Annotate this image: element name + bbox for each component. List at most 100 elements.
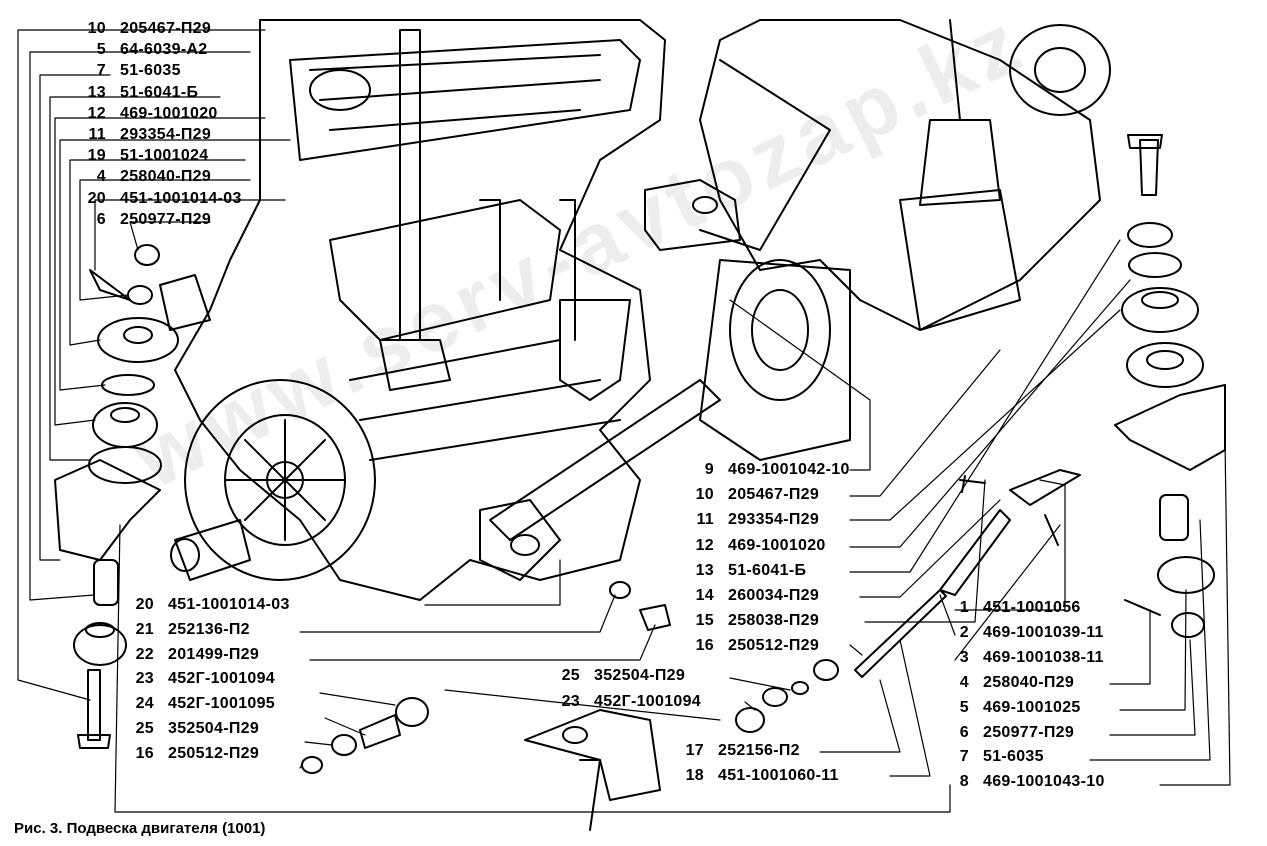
part-label: 5 64-6039-А2 <box>82 41 208 59</box>
part-number: 18 <box>685 767 704 784</box>
part-code: 469-1001020 <box>120 104 218 122</box>
part-label: 7 51-6035 <box>82 62 181 80</box>
part-label: 25 352504-П29 <box>556 667 685 685</box>
part-code: 64-6039-А2 <box>120 41 208 59</box>
part-label: 24 452Г-1001095 <box>130 695 275 713</box>
part-label: 13 51-6041-Б <box>82 84 198 102</box>
clutch-housing <box>170 379 376 581</box>
part-number: 11 <box>88 126 106 143</box>
part-label: 23 452Г-1001094 <box>130 670 275 688</box>
part-code: 452Г-1001094 <box>594 693 701 710</box>
part-label: 19 51-1001024 <box>82 147 209 165</box>
part-number: 5 <box>96 41 106 59</box>
part-label: 14 260034-П29 <box>690 587 819 605</box>
part-number: 20 <box>87 189 106 207</box>
part-number: 17 <box>685 742 704 759</box>
part-number: 13 <box>695 561 714 579</box>
part-code: 250977-П29 <box>983 723 1075 741</box>
part-code: 352504-П29 <box>594 667 686 684</box>
part-number: 3 <box>959 648 969 666</box>
part-number: 14 <box>695 587 714 604</box>
part-label: 9 469-1001042-10 <box>690 461 850 479</box>
right-mount-stack <box>1114 134 1226 638</box>
part-label: 16 250512-П29 <box>690 637 819 655</box>
part-code: 51-1001024 <box>120 147 209 165</box>
part-label: 13 51-6041-Б <box>690 562 806 580</box>
part-code: 51-6041-Б <box>728 561 807 579</box>
leader-lines <box>17 29 1231 813</box>
figure-caption: Рис. 3. Подвеска двигателя (1001) <box>14 820 266 837</box>
rear-bracket <box>524 709 661 831</box>
part-number: 22 <box>135 645 154 663</box>
engine-block <box>174 19 666 601</box>
part-number: 23 <box>135 670 154 688</box>
part-label: 23 452Г-1001094 <box>556 693 701 711</box>
part-code: 201499-П29 <box>168 645 260 663</box>
part-code: 352504-П29 <box>168 720 260 737</box>
bushing-kit <box>301 589 947 774</box>
part-label: 12 469-1001020 <box>82 105 218 123</box>
part-number: 13 <box>87 83 106 101</box>
part-code: 51-6035 <box>983 748 1044 766</box>
part-code: 451-1001056 <box>983 599 1081 616</box>
part-number: 25 <box>561 667 580 684</box>
part-label: 25 352504-П29 <box>130 720 259 738</box>
part-code: 250977-П29 <box>120 210 212 228</box>
part-number: 24 <box>135 695 154 713</box>
part-code: 469-1001042-10 <box>728 461 850 478</box>
part-code: 469-1001043-10 <box>983 773 1105 791</box>
part-code: 293354-П29 <box>120 126 212 143</box>
part-label: 11 293354-П29 <box>690 511 819 529</box>
part-code: 51-6035 <box>120 62 181 80</box>
part-number: 8 <box>959 773 969 791</box>
part-number: 4 <box>959 673 969 691</box>
part-code: 258040-П29 <box>983 673 1075 691</box>
part-label: 22 201499-П29 <box>130 646 259 664</box>
crossbar <box>479 379 721 581</box>
part-number: 9 <box>704 461 714 478</box>
part-code: 469-1001020 <box>728 536 826 554</box>
part-label: 10 205467-П29 <box>690 486 819 504</box>
part-number: 10 <box>695 486 714 504</box>
part-label: 12 469-1001020 <box>690 537 826 555</box>
part-code: 469-1001025 <box>983 698 1081 716</box>
part-code: 250512-П29 <box>728 637 820 655</box>
part-number: 5 <box>959 698 969 716</box>
part-number: 16 <box>695 637 714 655</box>
part-code: 205467-П29 <box>728 486 820 504</box>
part-code: 293354-П29 <box>728 511 820 529</box>
bracket-upper <box>644 59 831 251</box>
part-code: 452Г-1001094 <box>168 670 275 688</box>
part-number: 21 <box>135 620 154 638</box>
part-number: 16 <box>135 744 154 762</box>
part-code: 452Г-1001095 <box>168 695 275 713</box>
part-number: 7 <box>96 62 106 80</box>
part-number: 25 <box>135 720 154 737</box>
part-number: 12 <box>87 104 106 122</box>
part-code: 51-6041-Б <box>120 83 199 101</box>
transfer-case <box>699 19 1111 461</box>
part-number: 15 <box>695 612 714 630</box>
part-number: 23 <box>561 693 580 710</box>
part-number: 12 <box>695 536 714 554</box>
part-code: 260034-П29 <box>728 587 820 604</box>
part-label: 11 293354-П29 <box>82 126 211 144</box>
part-number: 11 <box>696 511 714 529</box>
part-code: 252156-П2 <box>718 742 800 759</box>
part-code: 258040-П29 <box>120 168 212 186</box>
part-label: 4 258040-П29 <box>945 674 1074 692</box>
part-number: 10 <box>87 20 106 37</box>
part-number: 19 <box>87 147 106 165</box>
